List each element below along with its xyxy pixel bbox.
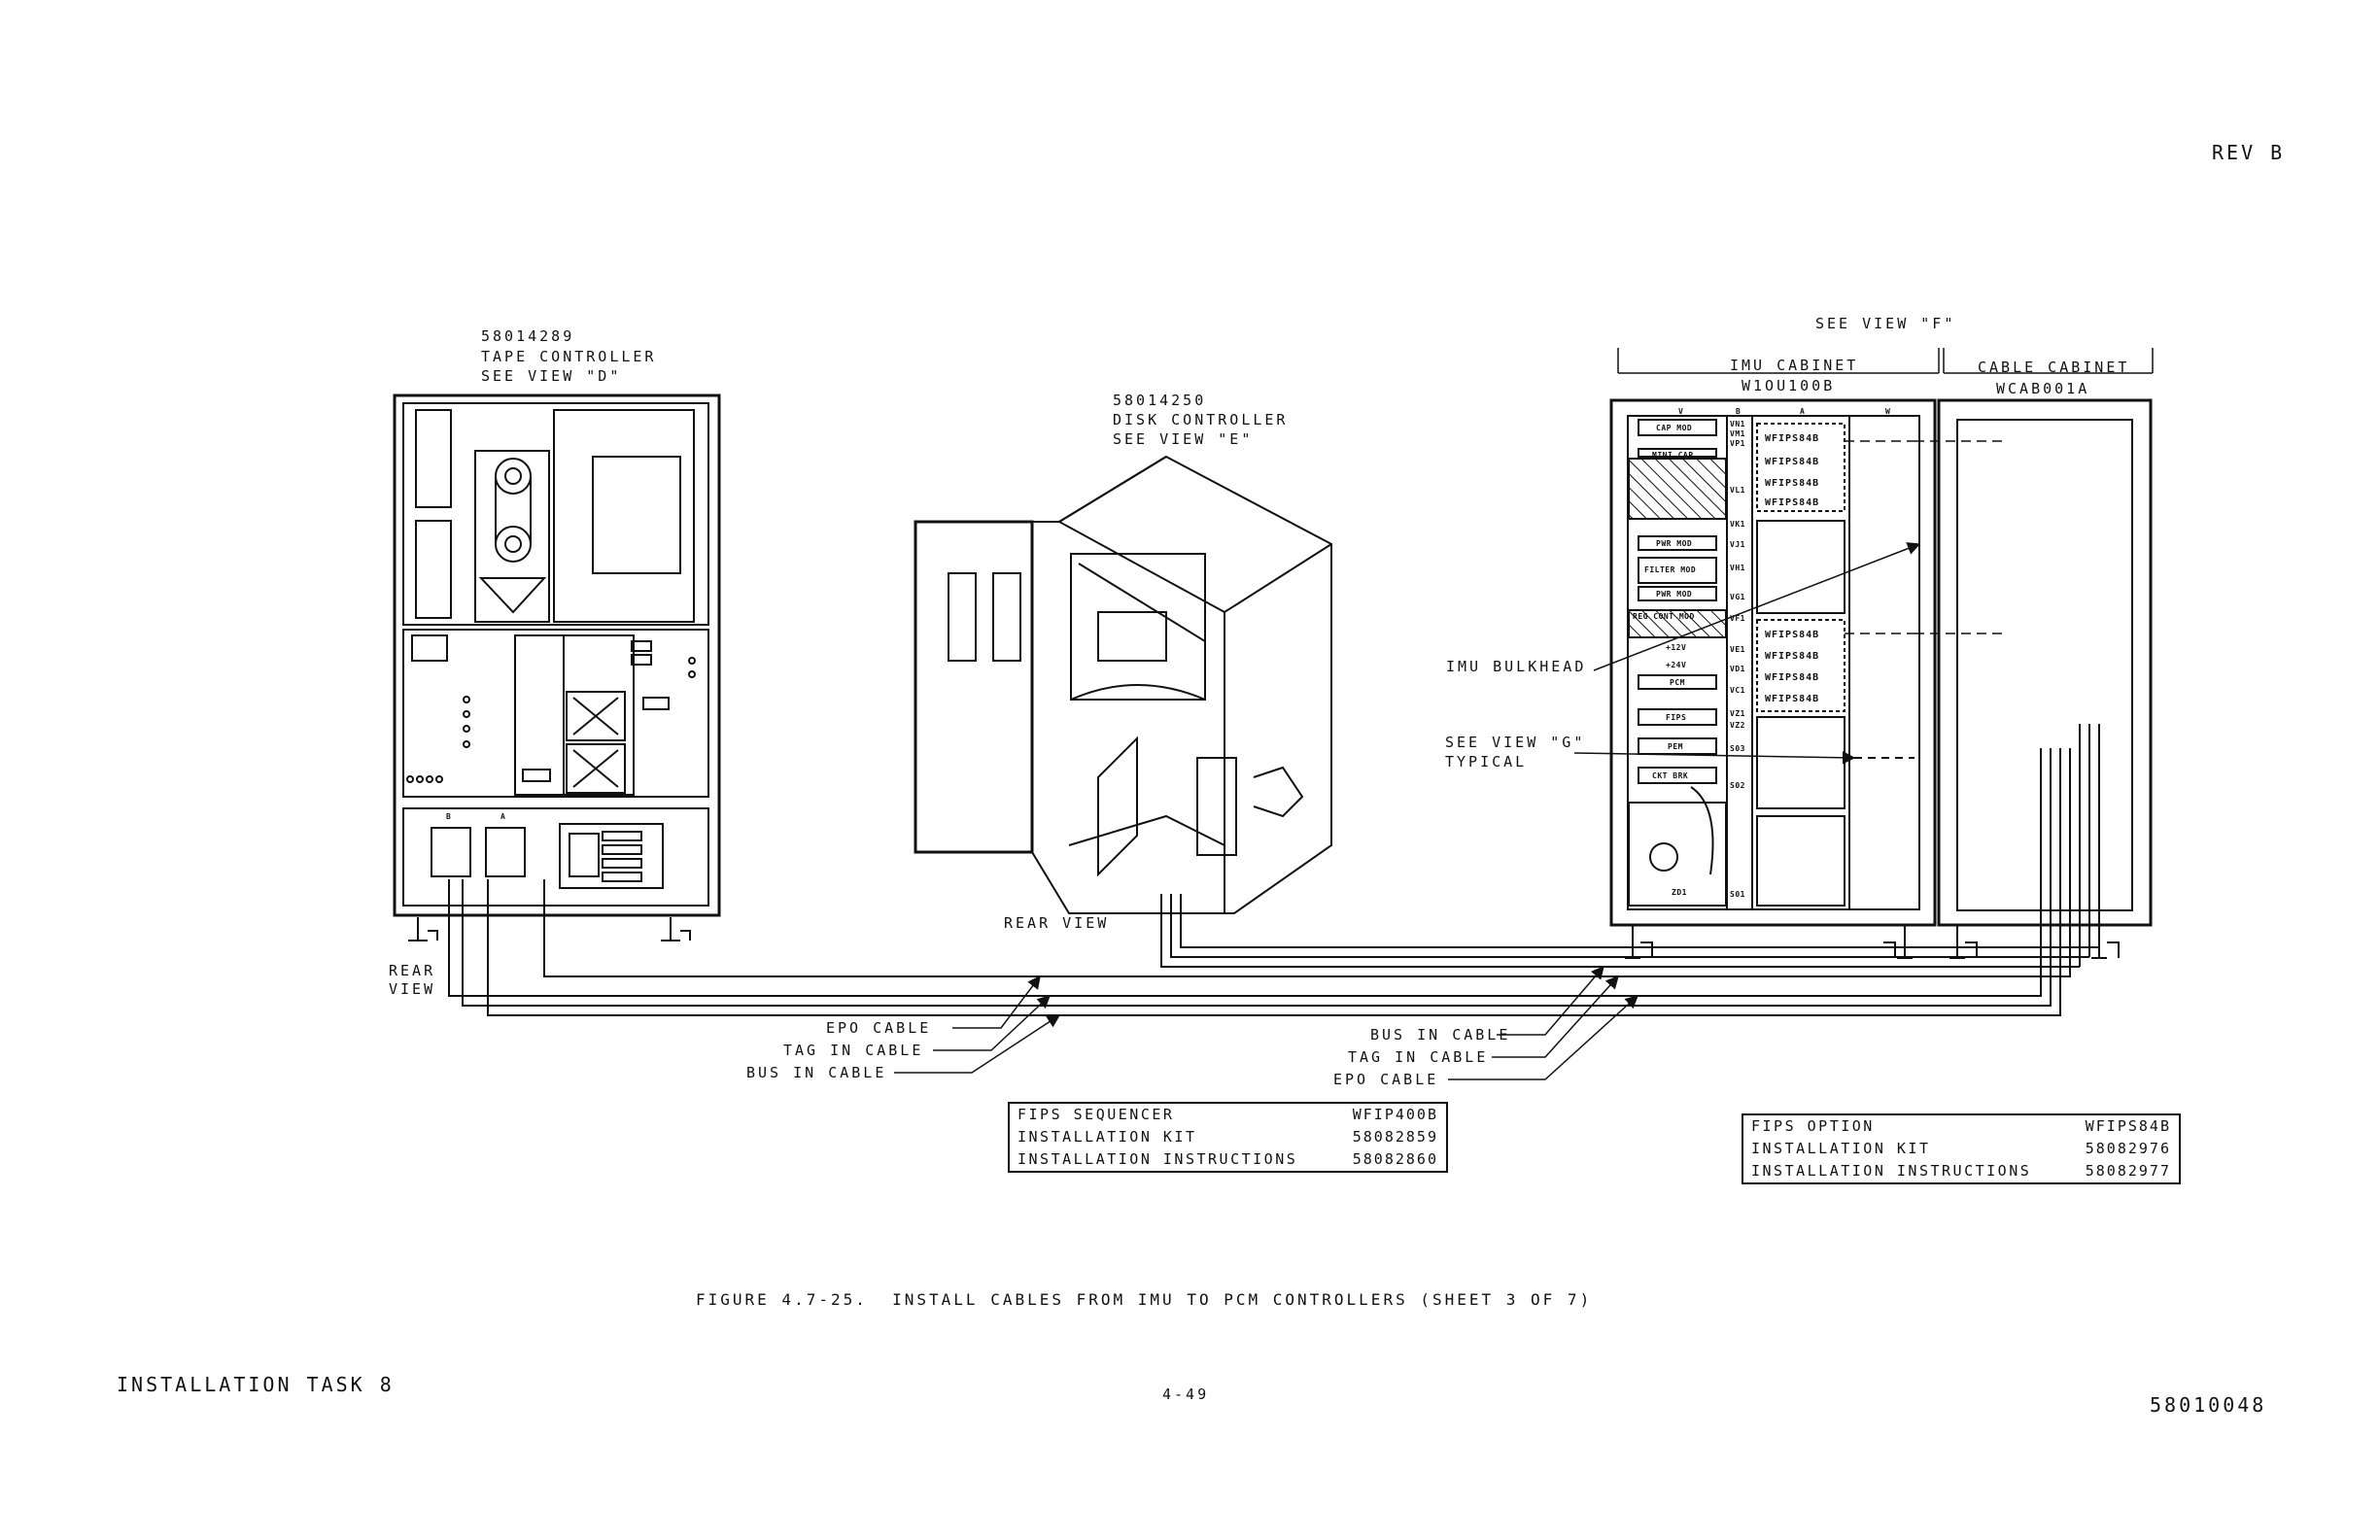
slot-s03: S03 [1730,744,1745,753]
fips-tag-3: WFIPS84B [1765,478,1820,489]
leader-lines [894,440,2007,1080]
right-epo-cable-label: EPO CABLE [1333,1071,1439,1088]
figure-caption: FIGURE 4.7-25. INSTALL CABLES FROM IMU T… [696,1290,1593,1309]
cable-cabinet-id: WCAB001A [1996,380,2090,397]
module-cap-mod: CAP MOD [1656,424,1693,432]
module-plus24v: +24V [1666,661,1687,669]
slot-s01: S01 [1730,890,1745,899]
tape-connector-label-b: B [446,812,452,821]
right-tag-in-cable-label: TAG IN CABLE [1348,1048,1489,1066]
installation-task-label: INSTALLATION TASK 8 [117,1373,395,1396]
slot-vz1: VZ1 [1730,709,1745,718]
disk-controller-drawing [914,455,1332,914]
slot-vn1: VN1 [1730,420,1745,428]
module-zd1: ZD1 [1672,888,1687,897]
cable-cabinet-drawing [1937,398,2153,959]
slot-ve1: VE1 [1730,645,1745,654]
document-number: 58010048 [2150,1393,2267,1417]
module-fips: FIPS [1666,713,1687,722]
module-ckt-brk: CKT BRK [1652,771,1689,780]
module-pcm: PCM [1670,678,1685,687]
module-pem: PEM [1668,742,1683,751]
slot-vp1: VP1 [1730,439,1745,448]
cable-cabinet-name: CABLE CABINET [1978,359,2130,376]
slot-vf1: VF1 [1730,614,1745,623]
slot-vd1: VD1 [1730,665,1745,673]
slot-s02: S02 [1730,781,1745,790]
imu-column-b: B [1736,407,1742,416]
left-epo-cable-label: EPO CABLE [826,1019,932,1037]
imu-cabinet-id: W1OU100B [1742,377,1836,394]
see-view-g-typical: TYPICAL [1445,753,1528,770]
revision-label: REV B [2212,141,2286,164]
imu-column-w: W [1885,407,1891,416]
fips-tag-2: WFIPS84B [1765,457,1820,467]
imu-cabinet-drawing [1609,348,2154,959]
tape-rear-label-2: VIEW [389,980,436,998]
slot-vl1: VL1 [1730,486,1745,495]
module-pwr-mod-2: PWR MOD [1656,590,1693,599]
fips-tag-1: WFIPS84B [1765,433,1820,444]
slot-vc1: VC1 [1730,686,1745,695]
imu-view-ref: SEE VIEW "F" [1815,315,1956,332]
tape-controller-drawing [393,394,721,941]
imu-column-a: A [1800,407,1806,416]
cable-runs [448,724,2100,1016]
disk-rear-view-label: REAR VIEW [1004,914,1110,932]
imu-cabinet-name: IMU CABINET [1730,357,1859,374]
page-number: 4-49 [1162,1386,1210,1403]
tape-controller-part-number: 58014289 [481,327,575,345]
see-view-g-label: SEE VIEW "G" [1445,734,1586,751]
tape-rear-label-1: REAR [389,962,436,979]
module-plus12v: +12V [1666,643,1687,652]
module-filter-mod: FILTER MOD [1644,565,1697,574]
module-pwr-mod-1: PWR MOD [1656,539,1693,548]
right-bus-in-cable-label: BUS IN CABLE [1370,1026,1511,1044]
tape-controller-view-ref: SEE VIEW "D" [481,367,622,385]
left-tag-in-cable-label: TAG IN CABLE [783,1042,924,1059]
module-mini-cap: MINI CAP [1652,451,1694,460]
tape-controller-name: TAPE CONTROLLER [481,348,657,365]
fips-tag-8: WFIPS84B [1765,694,1820,704]
disk-controller-view-ref: SEE VIEW "E" [1113,430,1254,448]
imu-bulkhead-label: IMU BULKHEAD [1446,658,1587,675]
disk-controller-name: DISK CONTROLLER [1113,411,1289,428]
fips-tag-4: WFIPS84B [1765,497,1820,508]
slot-vj1: VJ1 [1730,540,1745,549]
slot-vk1: VK1 [1730,520,1745,529]
left-bus-in-cable-label: BUS IN CABLE [746,1064,887,1081]
fips-tag-6: WFIPS84B [1765,651,1820,662]
disk-controller-part-number: 58014250 [1113,392,1207,409]
fips-tag-5: WFIPS84B [1765,630,1820,640]
imu-column-v: V [1678,407,1684,416]
tape-connector-label-a: A [500,812,506,821]
slot-vm1: VM1 [1730,429,1745,438]
slot-vg1: VG1 [1730,593,1745,601]
module-reg-cont-mod: REG CONT MOD [1633,612,1695,621]
fips-tag-7: WFIPS84B [1765,672,1820,683]
slot-vh1: VH1 [1730,564,1745,572]
slot-vz2: VZ2 [1730,721,1745,730]
